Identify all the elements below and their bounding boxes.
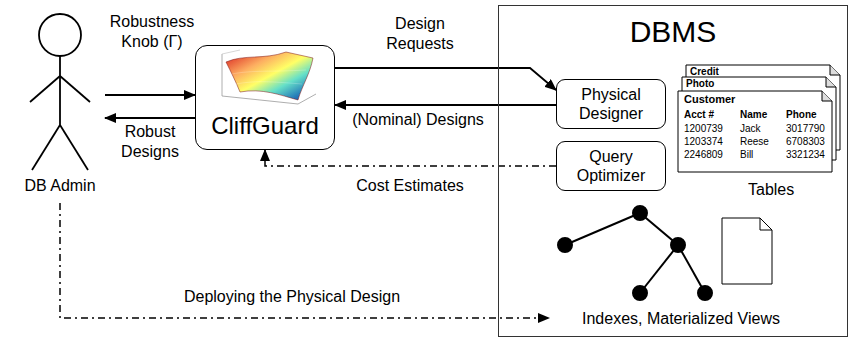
index-tree bbox=[558, 206, 712, 300]
edge-label: Deploying the Physical Design bbox=[167, 287, 417, 307]
table-sheets bbox=[678, 65, 840, 172]
table-header: Acct # bbox=[684, 109, 714, 121]
table-cell: Jack bbox=[740, 123, 761, 135]
node-label: CliffGuard bbox=[211, 112, 319, 141]
table-cell: 3321234 bbox=[786, 149, 825, 161]
table-cell: 3017790 bbox=[786, 123, 825, 135]
actor-node: DB Admin bbox=[15, 8, 105, 203]
edge-label: Design Requests bbox=[375, 14, 465, 54]
table-cell: 6708303 bbox=[786, 136, 825, 148]
data-flow-arrow bbox=[105, 117, 195, 119]
dbms-frame: DBMS Physical DesignerQuery OptimizerInde… bbox=[498, 5, 848, 337]
edge-label: (Nominal) Designs bbox=[343, 110, 493, 130]
data-flow-arrow bbox=[265, 150, 556, 166]
caption-label: Tables bbox=[748, 180, 794, 199]
view-document bbox=[722, 218, 772, 284]
system-box: CliffGuard bbox=[195, 45, 335, 150]
storage-node: Indexes, Materialized Views bbox=[549, 206, 813, 334]
component-box: Physical Designer bbox=[556, 79, 666, 129]
table-cell: Reese bbox=[740, 136, 769, 148]
data-flow-arrow bbox=[60, 203, 549, 318]
edge-label: Robustness Knob (Γ) bbox=[100, 12, 204, 52]
node-label: Physical Designer bbox=[563, 85, 659, 123]
admin-figure bbox=[30, 14, 90, 170]
surface-plot bbox=[222, 50, 316, 104]
node-label: DBMS bbox=[630, 14, 717, 50]
table-header: Phone bbox=[786, 109, 817, 121]
edge-label: Robust Designs bbox=[110, 122, 190, 162]
table-name: Customer bbox=[684, 93, 735, 106]
data-flow-arrow bbox=[105, 94, 195, 96]
table-cell: 1203374 bbox=[684, 136, 723, 148]
node-label: Indexes, Materialized Views bbox=[582, 309, 780, 328]
data-flow-arrow bbox=[335, 104, 556, 106]
table-header: Name bbox=[740, 109, 767, 121]
node-label: DB Admin bbox=[24, 176, 95, 195]
table-name: Credit bbox=[690, 66, 719, 78]
table-cell: 2246809 bbox=[684, 149, 723, 161]
table-cell: Bill bbox=[740, 149, 753, 161]
table-name: Photo bbox=[686, 78, 714, 90]
component-box: Query Optimizer bbox=[556, 141, 666, 191]
table-cell: 1200739 bbox=[684, 123, 723, 135]
node-label: Query Optimizer bbox=[563, 147, 659, 185]
edge-label: Cost Estimates bbox=[340, 176, 480, 196]
data-flow-arrow bbox=[335, 68, 556, 90]
